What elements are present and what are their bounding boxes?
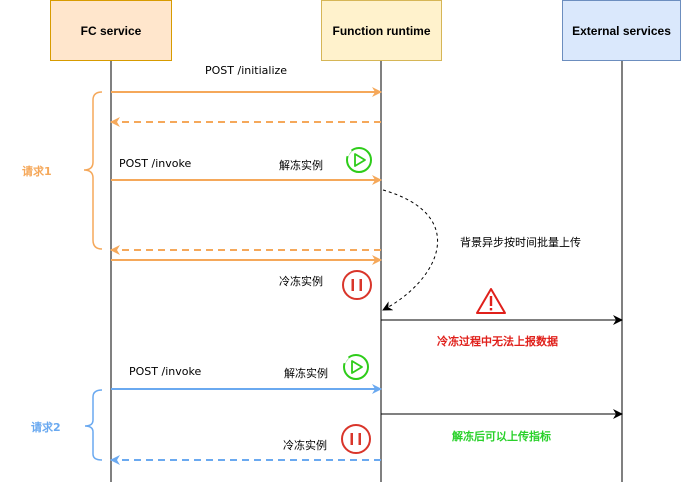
play-icon	[345, 147, 372, 173]
label-post-invoke-2: POST /invoke	[129, 365, 202, 378]
participant-external-services: External services	[562, 0, 681, 61]
participant-external-label: External services	[572, 23, 671, 38]
participant-runtime-label: Function runtime	[332, 23, 431, 38]
label-thaw-ok: 解冻后可以上传指标	[452, 430, 551, 443]
pause-icon	[342, 270, 372, 300]
play-icon	[342, 354, 369, 380]
pause-icon	[341, 424, 371, 454]
label-background-upload: 背景异步按时间批量上传	[460, 236, 581, 249]
participant-function-runtime: Function runtime	[321, 0, 442, 61]
label-freeze-1: 冷冻实例	[279, 275, 323, 288]
label-freeze-warning: 冷冻过程中无法上报数据	[437, 335, 558, 348]
label-thaw-1: 解冻实例	[279, 159, 323, 172]
label-post-invoke-1: POST /invoke	[119, 157, 192, 170]
group-label-request-2: 请求2	[31, 421, 61, 434]
participant-fc-service: FC service	[50, 0, 172, 61]
group-label-request-1: 请求1	[22, 165, 52, 178]
bracket-request-1	[83, 91, 103, 250]
label-post-initialize: POST /initialize	[205, 64, 288, 77]
bracket-request-2	[84, 389, 103, 461]
warning-icon	[476, 288, 506, 314]
label-freeze-2: 冷冻实例	[283, 439, 327, 452]
arrow-background-upload	[382, 189, 439, 311]
participant-fc-label: FC service	[80, 23, 142, 38]
label-thaw-2: 解冻实例	[284, 367, 328, 380]
